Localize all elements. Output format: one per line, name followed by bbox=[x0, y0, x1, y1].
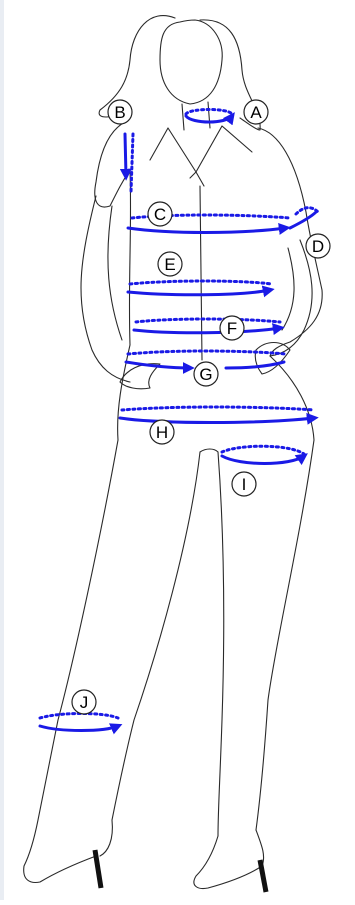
collar-outline bbox=[150, 126, 252, 186]
svg-text:C: C bbox=[154, 205, 166, 224]
right-arm-outline bbox=[270, 240, 312, 356]
tape-j-ankle bbox=[40, 714, 118, 731]
right-boot-outline bbox=[194, 830, 264, 890]
badge-g: G bbox=[194, 362, 218, 386]
crotch-outline bbox=[200, 449, 218, 452]
svg-text:B: B bbox=[114, 103, 125, 122]
tape-e-underbust bbox=[128, 281, 272, 295]
badge-d: D bbox=[306, 234, 330, 258]
woman-figure-outline bbox=[24, 16, 322, 892]
svg-text:J: J bbox=[80, 693, 89, 712]
svg-text:I: I bbox=[242, 475, 247, 494]
left-leg-outline bbox=[38, 440, 200, 820]
badge-b: B bbox=[108, 100, 132, 124]
svg-text:H: H bbox=[156, 423, 168, 442]
tape-d-arm bbox=[290, 208, 318, 228]
badge-e: E bbox=[158, 252, 182, 276]
left-border bbox=[0, 0, 4, 900]
badge-c: C bbox=[148, 202, 172, 226]
badge-i: I bbox=[232, 472, 256, 496]
right-leg-outline bbox=[218, 440, 314, 836]
badge-a: A bbox=[244, 100, 268, 124]
svg-text:E: E bbox=[164, 255, 175, 274]
tape-i-thigh bbox=[222, 446, 304, 463]
hip-outline bbox=[118, 345, 314, 440]
badge-f: F bbox=[220, 316, 244, 340]
right-heel bbox=[260, 860, 266, 892]
svg-text:G: G bbox=[199, 365, 212, 384]
svg-text:A: A bbox=[250, 103, 262, 122]
face-outline bbox=[160, 20, 222, 104]
left-hand-outline bbox=[120, 364, 160, 389]
svg-text:F: F bbox=[227, 319, 237, 338]
tape-b-shoulder bbox=[125, 134, 133, 192]
tape-h-hip bbox=[120, 407, 314, 423]
svg-text:D: D bbox=[312, 237, 324, 256]
badge-j: J bbox=[72, 690, 96, 714]
tape-f-waist bbox=[134, 319, 280, 333]
badge-h: H bbox=[150, 420, 174, 444]
left-arm-outline bbox=[81, 196, 130, 382]
measurement-tapes bbox=[40, 110, 318, 731]
